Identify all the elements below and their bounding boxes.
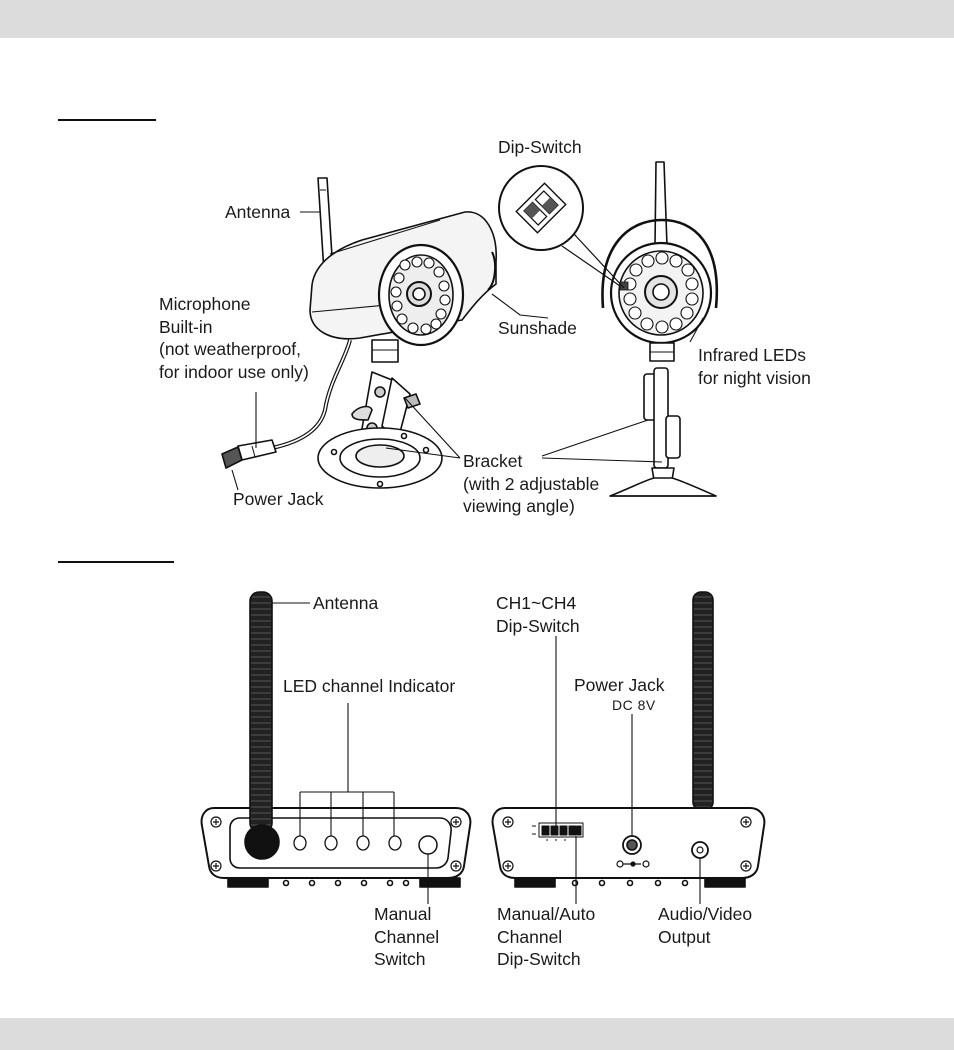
- dip-switch-magnifier: [498, 165, 625, 289]
- receiver-av-output-label: Audio/Video Output: [658, 904, 753, 947]
- receiver-antenna-label: Antenna: [313, 593, 379, 613]
- camera-power-jack: [221, 439, 277, 469]
- camera-microphone-label: Microphone Built-in (not weatherproof, f…: [159, 294, 309, 382]
- camera-side-base: [317, 427, 443, 489]
- receiver-front-illustration: [200, 591, 472, 888]
- camera-side-leds: [390, 256, 451, 335]
- receiver-manual-switch-label: Manual Channel Switch: [374, 904, 440, 969]
- receiver-ch-dip-label: CH1~CH4 Dip-Switch: [496, 593, 580, 636]
- receiver-auto-dip-label: Manual/Auto Channel Dip-Switch: [497, 904, 596, 969]
- camera-front-bracket: [643, 367, 681, 469]
- receiver-dip-switch: [532, 822, 584, 841]
- receiver-heading-rule: [58, 561, 174, 563]
- camera-leader-lines: [231, 211, 704, 491]
- manual-channel-switch: [418, 835, 438, 855]
- receiver-av-output: [691, 841, 709, 859]
- receiver-channel-leds: [293, 835, 402, 851]
- header-band: [0, 0, 954, 38]
- footer-band: [0, 1018, 954, 1050]
- camera-infrared-label: Infrared LEDs for night vision: [698, 345, 811, 388]
- camera-heading-rule: [58, 119, 156, 121]
- camera-front-illustration: [601, 161, 719, 497]
- receiver-back-illustration: [491, 591, 766, 888]
- receiver-power-rating-label: DC 8V: [612, 697, 656, 713]
- receiver-led-indicator-label: LED channel Indicator: [283, 676, 456, 696]
- receiver-power-jack-label: Power Jack: [574, 675, 665, 695]
- camera-sunshade-label: Sunshade: [498, 318, 577, 338]
- receiver-back-screws: [502, 816, 752, 872]
- receiver-leader-lines: [272, 602, 701, 904]
- camera-side-illustration: [221, 177, 497, 489]
- camera-dip-switch-label: Dip-Switch: [498, 137, 582, 157]
- camera-power-jack-label: Power Jack: [233, 489, 324, 509]
- camera-bracket-label: Bracket (with 2 adjustable viewing angle…: [463, 451, 600, 516]
- camera-front-leds: [623, 251, 699, 334]
- camera-antenna-label: Antenna: [225, 202, 291, 222]
- receiver-front-screws: [210, 816, 462, 872]
